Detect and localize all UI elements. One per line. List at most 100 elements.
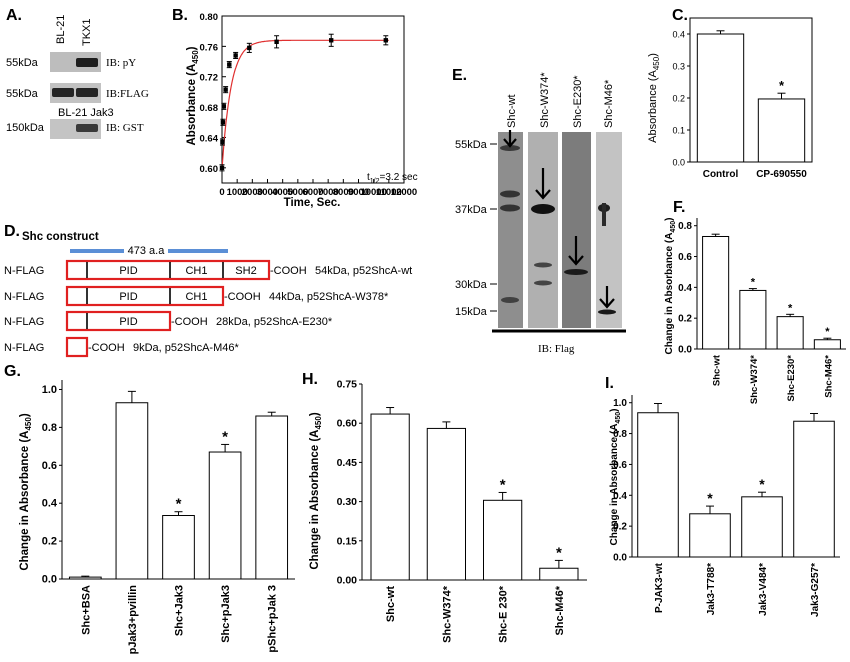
ytick-label: 0.6 [678,252,692,263]
bar [370,413,410,581]
ytick-label: 0.2 [613,522,627,533]
category-label: Shc-W374* [749,355,760,404]
construct-box [65,336,89,358]
blot-a-row2-ib: IB:FLAG [106,88,149,100]
ytick-label: 0.0 [42,574,57,586]
chart-c-ylabel: Absorbance (A450) [647,53,661,143]
panel-h: H. Change in Absorbance (A450) 0.000.150… [302,371,587,643]
ytick-label: 0.60 [337,418,358,430]
bar [426,427,466,581]
blot-e-band [500,145,520,151]
ytick-label: 1.0 [613,398,627,409]
ytick-label: 0.15 [337,535,358,547]
chart-b-xtick-label: 3000 [257,187,278,198]
significance-star: * [779,78,785,93]
ytick-label: 0.6 [613,460,627,471]
aa-length-mask [124,244,168,257]
significance-star: * [500,476,506,493]
blot-a-band2b [76,88,98,97]
ytick-label: 0.75 [337,379,358,391]
blot-a-row1-ib: IB: pY [106,57,136,69]
chart-h-ylabel: Change in Absorbance (A450) [309,412,323,570]
ytick-label: 0.0 [672,158,685,168]
category-label: Shc-E 230* [498,585,510,643]
construct-nterm: N-FLAG [4,316,44,328]
panel-f-label: F. [673,199,685,216]
bar [208,451,242,580]
bar [539,567,579,581]
data-point [274,39,279,45]
significance-star: * [788,302,793,314]
blot-e-ib: IB: Flag [538,343,575,355]
ytick-label: 0.8 [42,422,57,434]
bar [68,576,102,580]
ytick-label: 1.0 [42,384,57,396]
blot-e-band [534,262,552,268]
data-point [223,87,228,92]
chart-frame [689,17,813,163]
category-label: Jak3-G257* [810,563,821,617]
blot-a-row1-kda: 55kDa [6,57,39,69]
chart-b-xtick-label: 4000 [272,187,293,198]
bar [757,98,806,163]
domain-ch1: CH1 [185,265,207,277]
blot-e-band [602,203,606,226]
chart-b-axes [221,15,405,184]
data-point [221,104,227,109]
construct-box [65,285,225,307]
chart-b-xlabel: Time, Sec. [284,197,341,209]
panel-g: G. Change in Absorbance (A450) 0.00.20.4… [4,363,295,654]
significance-star: * [825,326,830,338]
bar [813,339,841,350]
construct-nterm: N-FLAG [4,291,44,303]
bar [115,402,149,580]
category-label: Shc-E230* [786,355,797,402]
ytick-label: 0.6 [42,460,57,472]
category-label: Shc-wt [712,354,723,386]
construct-description: 9kDa, p52ShcA-M46* [133,342,239,354]
blot-e-marker-55: 55kDa [455,139,488,151]
bar [162,515,195,580]
blot-e-lane-3: Shc-E230* [572,75,584,128]
bar [689,513,731,558]
construct-description: 54kDa, p52ShcA-wt [315,265,412,277]
chart-b-points [219,33,389,172]
blot-e-band [531,204,555,214]
blot-e-marker-30: 30kDa [455,279,488,291]
chart-b-xtick-label: 5000 [287,187,308,198]
category-label: Shc-wt [385,586,397,622]
blot-e-lane3-bg [562,132,591,328]
blot-e-marker-37: 37kDa [455,204,488,216]
panel-b-label: B. [172,7,188,24]
construct-description: 28kDa, p52ShcA-E230* [216,316,333,328]
data-point [383,38,388,43]
chart-b-xtick-label: 0 [219,187,224,198]
ytick-label: 0.0 [678,345,692,356]
blot-e-lane1-bg [498,132,523,328]
construct-cterm: -COOH [270,265,307,277]
category-label: Shc+Jak3 [174,585,186,636]
blot-a-band2a [52,88,74,97]
chart-b-xtick-label: 10000 [360,187,386,198]
panel-b: B. Absorbance (A450) Time, Sec. 0.600.64… [172,7,418,209]
fit-line [221,39,389,170]
domain-ch1: CH1 [185,291,207,303]
construct-nterm: N-FLAG [4,342,44,354]
significance-star: * [759,476,765,492]
chart-b-fit-curve [221,39,389,170]
ytick-label: 0.1 [672,126,685,136]
bar [793,420,835,558]
blot-e-arrows [503,130,615,309]
chart-b-xtick-label: 6000 [302,187,323,198]
chart-b-xtick-label: 2000 [242,187,263,198]
blot-a-band1 [76,58,98,67]
domain-pid: PID [119,291,137,303]
ytick-label: 0.4 [678,283,692,294]
panel-e-label: E. [452,67,467,84]
ytick-label: 0.0 [613,553,627,564]
ytick-label: 0.2 [672,94,685,104]
construct-box [65,310,172,332]
ytick-label: 0.3 [672,62,685,72]
